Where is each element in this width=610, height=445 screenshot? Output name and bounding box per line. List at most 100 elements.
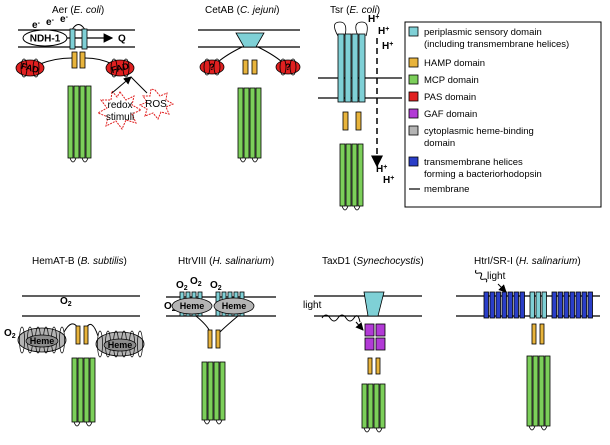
legend-swatch-periplasmic bbox=[408, 26, 419, 37]
ros-arrow bbox=[130, 76, 148, 94]
electron-label-1: e- bbox=[32, 20, 41, 31]
taxd1-periplasmic-domain bbox=[363, 291, 385, 317]
htri-light-wave bbox=[474, 269, 488, 283]
cetab-fad-right: ? bbox=[285, 62, 291, 72]
ndh1-label: NDH-1 bbox=[30, 34, 61, 45]
tsr-title: Tsr (E. coli) bbox=[330, 5, 380, 16]
htri-light-arrow bbox=[497, 283, 507, 293]
aer-mcp-domain bbox=[67, 85, 92, 163]
legend-gaf: GAF domain bbox=[424, 109, 477, 120]
legend-pas: PAS domain bbox=[424, 92, 476, 103]
fad-label-right: FAD bbox=[110, 61, 130, 75]
redox-label: redox bbox=[107, 100, 132, 111]
legend: periplasmic sensory domain (including tr… bbox=[404, 21, 602, 208]
htri-tm-helices bbox=[529, 291, 547, 319]
htrviii-hamp-2 bbox=[215, 329, 221, 349]
legend-box bbox=[404, 21, 602, 208]
taxd1-gaf-domains bbox=[364, 323, 386, 351]
hemat-mcp-domain bbox=[71, 357, 96, 427]
legend-heme-line1: cytoplasmic heme-binding bbox=[424, 126, 534, 137]
taxd1-light-wave bbox=[321, 314, 361, 323]
htrviii-o2-2: O2 bbox=[190, 276, 202, 288]
proton-label-2: H+ bbox=[378, 26, 389, 37]
legend-swatch-gaf bbox=[408, 108, 419, 119]
legend-swatch-mcp bbox=[408, 74, 419, 85]
legend-heme-line2: domain bbox=[424, 138, 455, 149]
hemat-heme-domain-right: Heme bbox=[95, 330, 145, 358]
hemat-heme-label-right: Heme bbox=[108, 340, 133, 350]
proton-label-4: H+ bbox=[376, 164, 387, 175]
htrviii-heme-label-right: Heme bbox=[222, 301, 247, 311]
htri-bacteriorhodopsin-helices bbox=[483, 291, 593, 319]
htrviii-heme-label-left: Heme bbox=[180, 301, 205, 311]
fad-label-left: FAD bbox=[20, 61, 40, 75]
hemat-o2-left: O2 bbox=[4, 328, 16, 340]
cetab-hamp-1 bbox=[242, 59, 249, 75]
panel-taxd1: TaxD1 (Synechocystis) light bbox=[303, 256, 424, 433]
aer-tm-helix-1 bbox=[69, 28, 76, 50]
panel-aer: Aer (E. coli) NDH-1 Q e- e- e- FAD FAD bbox=[15, 5, 175, 163]
legend-swatch-hamp bbox=[408, 57, 419, 68]
legend-periplasmic-line1: periplasmic sensory domain bbox=[424, 27, 542, 38]
pas-domain-right: FAD bbox=[105, 58, 135, 78]
hemat-heme-domain-left: Heme bbox=[17, 326, 67, 354]
ros-burst bbox=[138, 88, 175, 120]
htri-hamp-2 bbox=[539, 323, 545, 345]
tsr-hamp-2 bbox=[355, 111, 362, 131]
htri-hamp-1 bbox=[531, 323, 537, 345]
htrviii-heme-left bbox=[171, 297, 213, 315]
legend-swatch-bacteriorhodopsin bbox=[408, 156, 419, 167]
hemat-hamp-1 bbox=[75, 325, 81, 345]
taxd1-light-arrow bbox=[355, 321, 364, 331]
legend-br-line2: forming a bacteriorhodopsin bbox=[424, 169, 542, 180]
hemat-heme-label-left: Heme bbox=[30, 336, 55, 346]
hemat-hamp-2 bbox=[83, 325, 89, 345]
htrviii-hamp-1 bbox=[207, 329, 213, 349]
tsr-hamp-1 bbox=[342, 111, 349, 131]
tsr-mcp-domain bbox=[339, 143, 364, 211]
taxd1-hamp-1 bbox=[367, 357, 373, 375]
htrviii-o2-3: O2 bbox=[210, 280, 222, 292]
legend-swatch-heme bbox=[408, 125, 419, 136]
legend-br-line1: transmembrane helices bbox=[424, 157, 523, 168]
cetab-mcp-domain bbox=[237, 87, 262, 163]
proton-label-1: H+ bbox=[368, 14, 379, 25]
proton-label-5: H+ bbox=[383, 175, 394, 186]
cetab-pas-left: ? bbox=[199, 58, 225, 76]
hemat-title: HemAT-B (B. subtilis) bbox=[32, 256, 127, 267]
panel-tsr: Tsr (E. coli) H+ H+ H+ H+ H+ bbox=[318, 5, 402, 211]
cetab-title: CetAB (C. jejuni) bbox=[205, 5, 280, 16]
cetab-pas-right: ? bbox=[275, 58, 301, 76]
electron-label-3: e- bbox=[60, 14, 69, 25]
taxd1-title: TaxD1 (Synechocystis) bbox=[322, 256, 424, 267]
legend-hamp: HAMP domain bbox=[424, 58, 485, 69]
tsr-periplasmic-domain bbox=[334, 21, 368, 103]
cetab-hamp-2 bbox=[251, 59, 258, 75]
htrviii-heme-right bbox=[213, 297, 255, 315]
redox-stimuli-burst bbox=[96, 89, 143, 130]
legend-mcp: MCP domain bbox=[424, 75, 479, 86]
proton-label-3: H+ bbox=[382, 41, 393, 52]
stimuli-label: stimuli bbox=[106, 112, 134, 123]
electron-label-2: e- bbox=[46, 17, 55, 28]
cetab-fad-left: ? bbox=[209, 62, 215, 72]
taxd1-hamp-2 bbox=[375, 357, 381, 375]
legend-membrane: membrane bbox=[424, 184, 469, 195]
taxd1-mcp-domain bbox=[361, 383, 386, 433]
taxd1-light-label: light bbox=[303, 300, 322, 311]
legend-periplasmic-line2: (including transmembrane helices) bbox=[424, 39, 569, 50]
panel-cetab: CetAB (C. jejuni) ? ? bbox=[198, 5, 301, 163]
panel-htrviii: HtrVIII (H. salinarium) O2 O2 O2 O2 Heme… bbox=[164, 256, 276, 425]
htri-title: HtrI/SR-I (H. salinarium) bbox=[474, 256, 581, 267]
aer-hamp-1 bbox=[71, 51, 78, 69]
panel-htri: HtrI/SR-I (H. salinarium) light bbox=[456, 256, 600, 431]
htri-light-label: light bbox=[487, 271, 506, 282]
quinone-label: Q bbox=[118, 34, 126, 45]
redox-arrow bbox=[111, 76, 132, 94]
aer-tm-helix-2 bbox=[81, 28, 88, 50]
aer-hamp-2 bbox=[79, 51, 86, 69]
pas-domain-left: FAD bbox=[15, 58, 45, 78]
htri-mcp-domain bbox=[526, 355, 551, 431]
ros-label: ROS bbox=[145, 99, 167, 110]
legend-swatch-pas bbox=[408, 91, 419, 102]
